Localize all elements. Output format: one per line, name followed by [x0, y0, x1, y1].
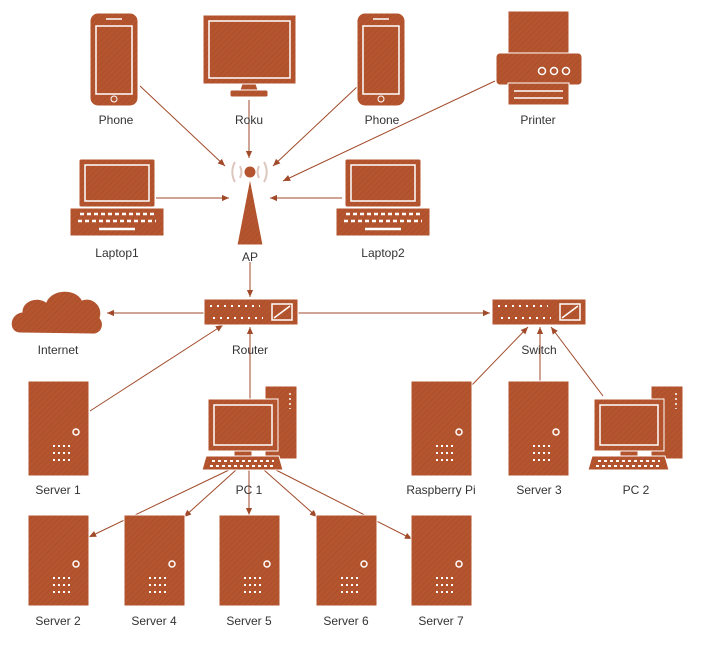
node-label: AP [242, 250, 258, 264]
edge-pc1-server6 [263, 469, 318, 518]
node-label: Server 5 [226, 614, 272, 628]
node-label: PC 2 [623, 483, 650, 497]
node-label: Laptop2 [361, 246, 405, 260]
node-laptop2[interactable]: Laptop2 [335, 158, 431, 260]
node-label: Server 7 [418, 614, 464, 628]
edge-phone-right-ap [272, 85, 359, 167]
server-tower-icon [410, 514, 473, 607]
server-tower-icon [27, 514, 90, 607]
desktop-pc-icon [201, 385, 298, 471]
monitor-icon [202, 14, 297, 98]
edge-phone-left-ap [139, 85, 226, 167]
node-phone-left[interactable]: Phone [89, 12, 139, 127]
desktop-pc-icon [587, 385, 684, 471]
printer-icon [495, 10, 583, 106]
node-pc1[interactable]: PC 1 [201, 385, 298, 497]
node-server1[interactable]: Server 1 [27, 380, 90, 497]
node-server7[interactable]: Server 7 [410, 514, 473, 628]
node-server5[interactable]: Server 5 [218, 514, 281, 628]
node-internet[interactable]: Internet [10, 290, 103, 357]
laptop-icon [69, 158, 165, 237]
cloud-icon [10, 290, 103, 335]
node-phone-right[interactable]: Phone [356, 12, 406, 127]
node-pc2[interactable]: PC 2 [587, 385, 684, 497]
node-label: Roku [235, 113, 263, 127]
node-label: Raspberry Pi [406, 483, 475, 497]
node-label: Laptop1 [95, 246, 139, 260]
node-label: Server 4 [131, 614, 177, 628]
node-label: Router [232, 343, 268, 357]
node-label: PC 1 [236, 483, 263, 497]
node-raspberry-pi[interactable]: Raspberry Pi [406, 380, 476, 497]
node-server4[interactable]: Server 4 [123, 514, 186, 628]
node-label: Server 3 [516, 483, 562, 497]
edge-printer-ap [282, 80, 496, 182]
smartphone-icon [89, 12, 139, 107]
server-tower-icon [507, 380, 570, 477]
node-switch[interactable]: Switch [491, 298, 587, 357]
wireless-access-point-icon [231, 161, 268, 246]
server-tower-icon [410, 380, 473, 477]
node-ap[interactable]: AP [231, 161, 268, 264]
node-label: Phone [365, 113, 400, 127]
server-tower-icon [123, 514, 186, 607]
node-server3[interactable]: Server 3 [507, 380, 570, 497]
node-label: Server 2 [35, 614, 81, 628]
server-tower-icon [315, 514, 378, 607]
node-label: Internet [38, 343, 79, 357]
server-tower-icon [27, 380, 90, 477]
node-label: Server 6 [323, 614, 369, 628]
node-label: Server 1 [35, 483, 81, 497]
node-label: Printer [520, 113, 555, 127]
laptop-icon [335, 158, 431, 237]
node-label: Phone [99, 113, 134, 127]
node-label: Switch [521, 343, 556, 357]
edge-pc1-server4 [183, 469, 237, 518]
edge-pc2-switch [550, 326, 604, 397]
edge-pc1-server2 [88, 469, 230, 538]
edge-raspberrypi-switch [470, 326, 529, 387]
node-laptop1[interactable]: Laptop1 [69, 158, 165, 260]
edge-server1-router [89, 324, 224, 412]
server-tower-icon [218, 514, 281, 607]
connections [88, 80, 604, 540]
node-server6[interactable]: Server 6 [315, 514, 378, 628]
switch-icon [491, 298, 587, 326]
node-printer[interactable]: Printer [495, 10, 583, 127]
node-roku[interactable]: Roku [202, 14, 297, 127]
router-icon [203, 298, 299, 326]
node-server2[interactable]: Server 2 [27, 514, 90, 628]
node-router[interactable]: Router [203, 298, 299, 357]
edge-pc1-server7 [271, 467, 413, 540]
smartphone-icon [356, 12, 406, 107]
